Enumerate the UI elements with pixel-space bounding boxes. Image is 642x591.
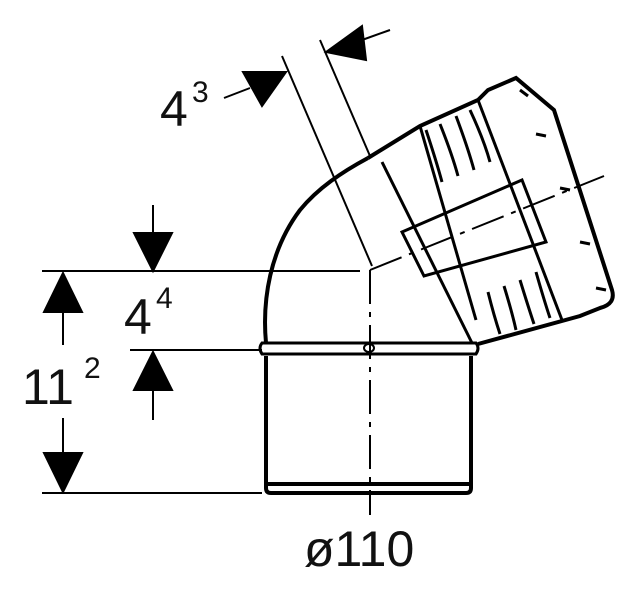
dim-diameter: ø110 (304, 521, 414, 577)
dim-overall-height: 11 2 (22, 352, 101, 415)
svg-text:3: 3 (192, 76, 209, 109)
svg-text:11: 11 (22, 359, 74, 415)
svg-text:4: 4 (156, 282, 173, 315)
extension-lines (42, 39, 373, 494)
svg-text:ø110: ø110 (304, 521, 414, 577)
svg-text:4: 4 (160, 81, 188, 137)
svg-text:4: 4 (124, 289, 152, 345)
dim-top-offset: 4 3 (160, 76, 209, 137)
straight-socket (258, 341, 480, 495)
dimension-arrows (42, 24, 391, 495)
center-lines (369, 175, 605, 515)
dim-socket-depth: 4 4 (124, 282, 173, 345)
angled-socket (366, 75, 615, 346)
bend-body (263, 156, 474, 344)
svg-text:2: 2 (84, 352, 101, 385)
